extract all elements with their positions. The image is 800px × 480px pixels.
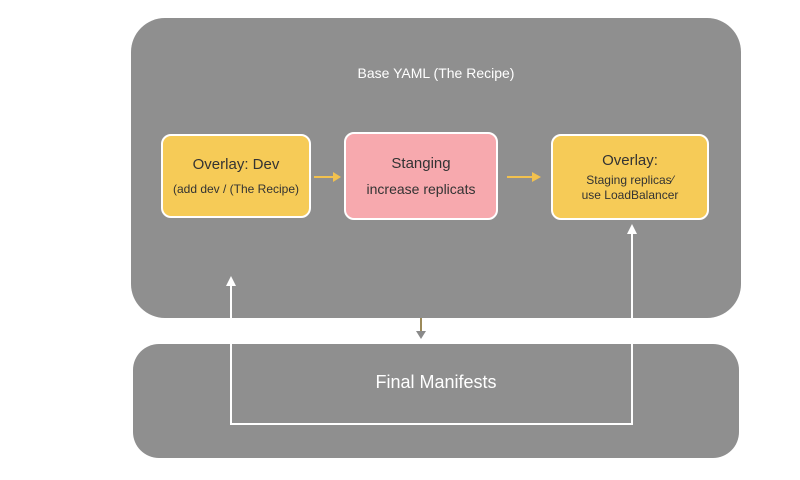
overlay-staging-line-1: Staging replicas⁄ [586,172,674,187]
base-yaml-title: Base YAML (The Recipe) [357,65,515,81]
overlay-dev-node: Overlay: Dev (add dev / (The Recipe) [161,134,311,218]
overlay-staging-line-2: use LoadBalancer [581,187,679,202]
staging-node: Stanging increase replicats [344,132,498,220]
arrow-base-to-final [416,318,426,339]
overlay-dev-title: Overlay: Dev [192,155,280,173]
overlay-dev-subtitle: (add dev / (The Recipe) [172,181,300,196]
final-manifests-panel: Final Manifests [133,344,739,458]
staging-title: Stanging [391,155,451,172]
staging-subtitle: increase replicats [366,181,476,197]
overlay-staging-node: Overlay: Staging replicas⁄ use LoadBalan… [551,134,709,220]
overlay-staging-title: Overlay: [602,151,658,169]
final-manifests-title: Final Manifests [375,372,497,392]
